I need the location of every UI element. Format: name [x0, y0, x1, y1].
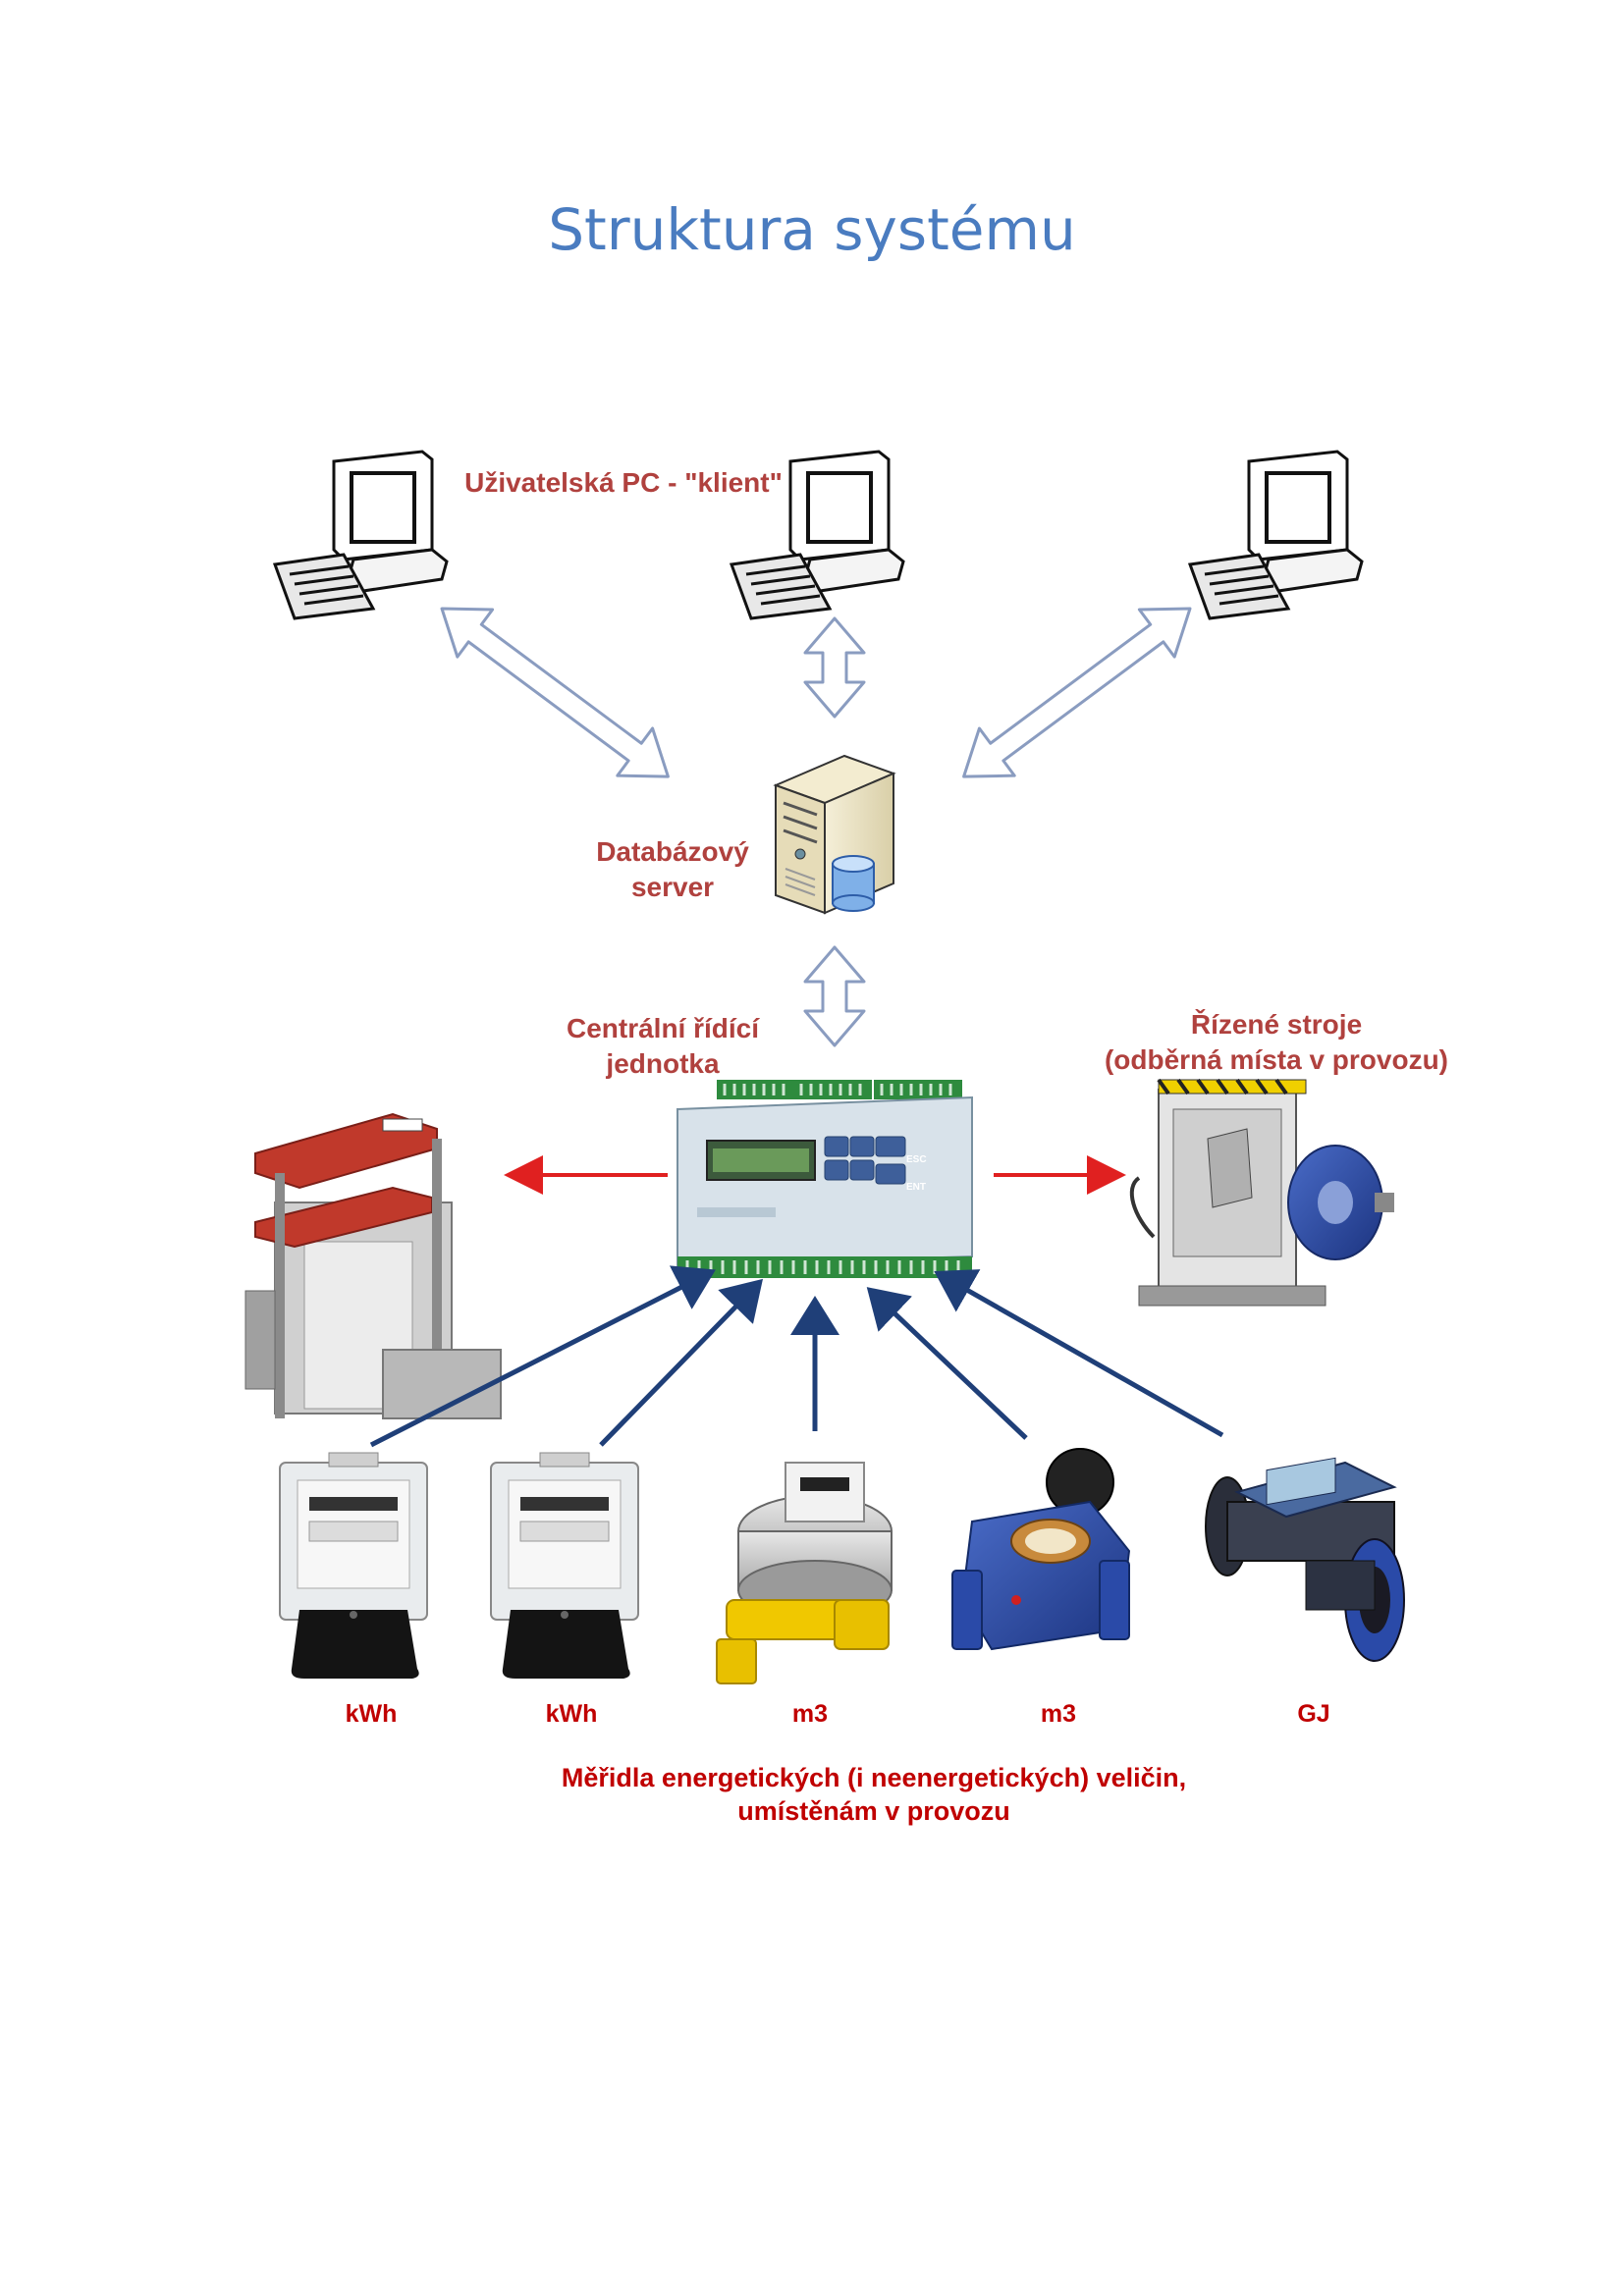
press-machine-image: [1129, 1078, 1394, 1307]
unit-label-4: m3: [1040, 1700, 1077, 1728]
server-label-line2: server: [630, 872, 715, 903]
unit-label-1: kWh: [345, 1700, 398, 1728]
clients-label: Uživatelská PC - "klient": [464, 467, 783, 498]
server-label: Databázový server: [569, 834, 776, 906]
comm-arrow-right-pc-server: [962, 607, 1192, 778]
meters-caption-line2: umístěnám v provozu: [737, 1795, 1010, 1826]
controller-label-line1: Centrální řídící: [566, 1013, 760, 1043]
unit-label-3: m3: [791, 1700, 829, 1728]
meter-arrow-2: [599, 1278, 763, 1447]
wrapping-machine-image: [244, 1112, 502, 1419]
unit-label-2: kWh: [545, 1700, 598, 1728]
client-pc-right-icon: [1187, 450, 1364, 620]
machines-label-line1: Řízené stroje: [1190, 1009, 1363, 1040]
meter-arrow-1: [369, 1265, 716, 1448]
page-title: Struktura systému: [548, 196, 1076, 263]
comm-arrow-server-controller: [803, 945, 866, 1047]
meter-arrow-4: [866, 1287, 1028, 1440]
database-server-icon: [773, 754, 896, 915]
electricity-meter-2-image: [490, 1452, 639, 1679]
meter-arrow-5: [934, 1269, 1224, 1438]
meters-caption: Měřidla energetických (i neenergetických…: [442, 1762, 1306, 1829]
water-meter-image: [951, 1448, 1131, 1651]
comm-arrow-pc-server: [803, 616, 866, 719]
unit-label-5: GJ: [1297, 1700, 1330, 1728]
controller-label-line2: jednotka: [606, 1048, 720, 1080]
controller-label: Centrální řídící jednotka: [530, 1011, 795, 1083]
server-label-line1: Databázový: [596, 836, 749, 867]
client-pc-left-icon: [272, 450, 449, 620]
comm-arrow-left-pc-server: [440, 607, 670, 778]
machines-label-line2: (odběrná místa v provozu): [1104, 1044, 1449, 1076]
machines-label: Řízené stroje (odběrná místa v provozu): [1080, 1007, 1473, 1079]
meters-caption-line1: Měřidla energetických (i neenergetických…: [561, 1763, 1187, 1792]
controller-esc-key: ESC: [906, 1154, 927, 1165]
gas-meter-image: [716, 1462, 893, 1684]
controller-ent-key: ENT: [906, 1182, 926, 1193]
electricity-meter-1-image: [279, 1452, 428, 1679]
central-controller-icon: [677, 1080, 973, 1278]
heat-meter-image: [1205, 1457, 1405, 1662]
client-pc-center-icon: [729, 450, 905, 620]
